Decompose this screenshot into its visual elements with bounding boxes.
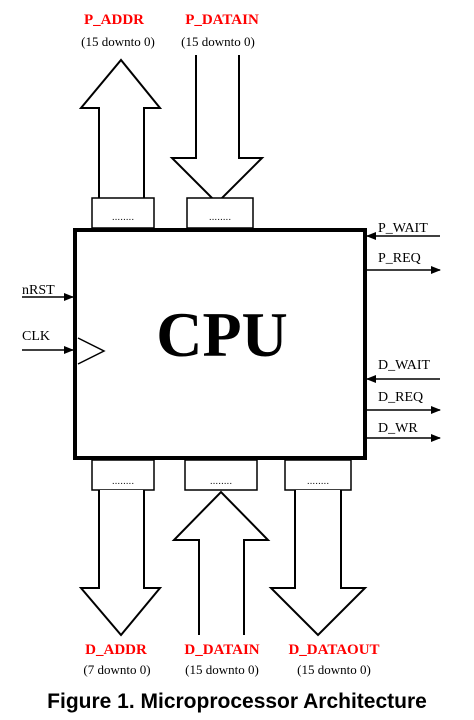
bus-range-d-dataout: (15 downto 0) [297,662,371,677]
bus-connector-d-addr [91,459,155,491]
signal-label-d-wait: D_WAIT [378,358,431,373]
signal-label-nrst: nRST [22,283,55,298]
signal-nrst: nRST [22,283,74,301]
bus-arrow-p-datain [169,55,265,205]
bus-name-d-dataout: D_DATAOUT [288,642,379,658]
figure-caption: Figure 1. Microprocessor Architecture [47,690,427,713]
signal-clk: CLK [22,329,74,354]
signal-d-wait: D_WAIT [366,358,440,383]
signal-label-d-req: D_REQ [378,390,423,405]
bus-name-d-addr: D_ADDR [85,642,147,658]
bus-arrow-d-addr [78,490,163,637]
bus-arrow-d-datain [171,490,271,635]
signal-d-wr: D_WR [367,421,441,442]
bus-name-p-datain: P_DATAIN [185,12,259,28]
svg-text:........: ........ [307,476,329,487]
bus-d-dataout: ........ [268,459,368,637]
cpu-label: CPU [156,299,288,370]
signal-d-req: D_REQ [367,390,441,414]
signal-label-d-wr: D_WR [378,421,418,436]
architecture-diagram: CPU ........ ........ ........ ........ … [22,12,441,677]
bus-range-d-addr: (7 downto 0) [83,662,150,677]
signal-label-p-wait: P_WAIT [378,221,428,236]
svg-text:........: ........ [209,212,231,223]
clock-triangle [77,337,106,365]
bus-connector-p-datain [186,197,254,229]
bus-range-p-addr: (15 downto 0) [81,34,155,49]
signal-p-req: P_REQ [367,251,441,274]
signal-label-clk: CLK [22,329,50,344]
svg-text:........: ........ [112,476,134,487]
cpu-box [73,228,367,460]
bus-d-addr: ........ [78,459,163,637]
svg-text:........: ........ [112,212,134,223]
svg-text:........: ........ [210,476,232,487]
bus-arrow-d-dataout [268,490,368,637]
bus-connector-p-addr [91,197,155,229]
bus-arrow-p-addr [78,58,163,228]
bus-name-d-datain: D_DATAIN [184,642,259,658]
bus-name-p-addr: P_ADDR [84,12,144,28]
bus-d-datain: ........ [171,459,271,635]
signal-p-wait: P_WAIT [366,221,440,240]
bus-p-addr: ........ [78,58,163,229]
bus-range-p-datain: (15 downto 0) [181,34,255,49]
bus-connector-d-datain [184,459,258,491]
bus-range-d-datain: (15 downto 0) [185,662,259,677]
bus-p-datain: ........ [169,55,265,229]
signal-label-p-req: P_REQ [378,251,421,266]
